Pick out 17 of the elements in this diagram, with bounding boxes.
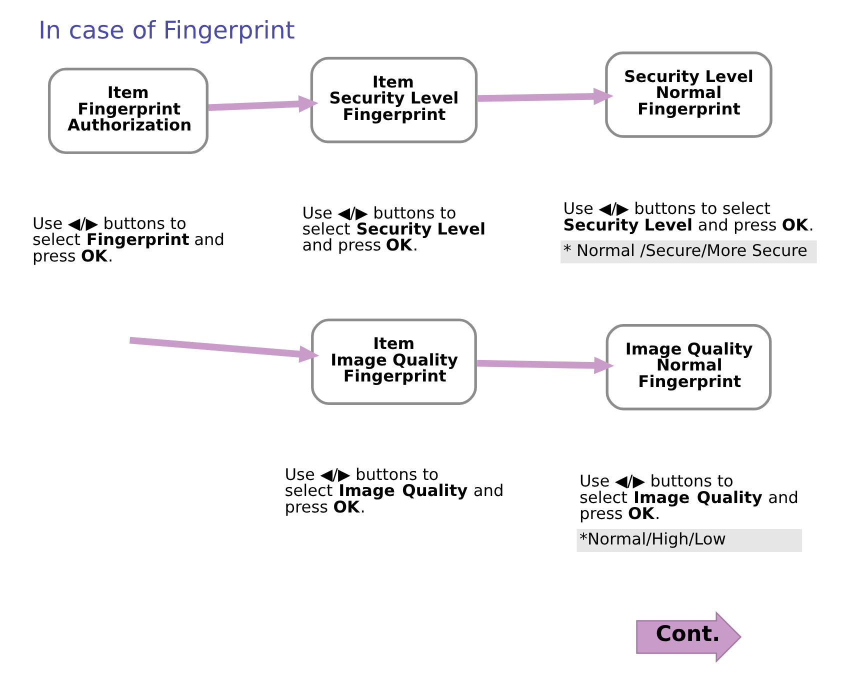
node-label: * Normal /Secure/More Secure <box>563 241 808 260</box>
arrow <box>130 336 320 363</box>
node-box: Item Fingerprint Authorization <box>48 68 208 154</box>
node-label: Use ◀/▶ buttons to select Fingerprint and press OK. <box>32 214 225 266</box>
arrow <box>477 356 614 374</box>
node-label: *Normal/High/Low <box>579 530 726 549</box>
node-box: Image Quality Normal Fingerprint <box>606 324 772 410</box>
node-label: Use ◀/▶ buttons to select Image Quality and press OK. <box>284 464 504 516</box>
arrow <box>208 95 319 113</box>
node-label: Use ◀/▶ buttons to select Image Quality and press OK. <box>579 472 799 524</box>
node-box: Security Level Normal Fingerprint <box>605 52 772 138</box>
node-box: Item Image Quality Fingerprint <box>311 318 477 405</box>
node-label: Use ◀/▶ buttons to select Security Level and press OK. <box>302 203 486 255</box>
arrow <box>478 88 614 106</box>
node-box: Item Security Level Fingerprint <box>310 56 478 144</box>
diagram-title: In case of Fingerprint <box>38 16 295 45</box>
node-label: Use ◀/▶ buttons to select Security Level and press OK. <box>563 199 814 234</box>
